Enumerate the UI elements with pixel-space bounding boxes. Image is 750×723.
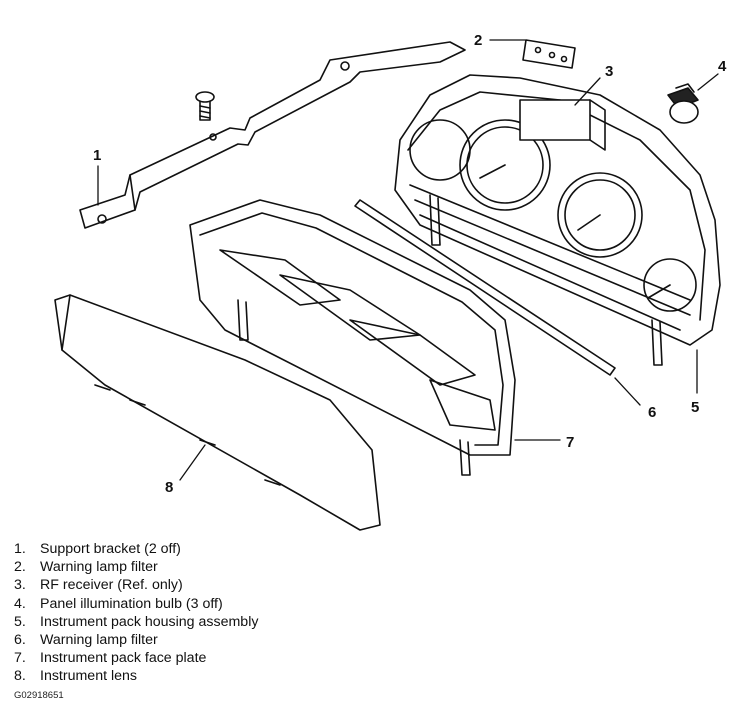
callout-2: 2: [474, 32, 482, 49]
figure-code: G02918651: [14, 690, 64, 701]
warning-lamp-filter-strip: [354, 199, 616, 376]
legend-item: 3.RF receiver (Ref. only): [14, 577, 183, 594]
legend-item: 6.Warning lamp filter: [14, 632, 158, 649]
legend-item: 8.Instrument lens: [14, 668, 137, 685]
panel-illumination-bulb: [667, 83, 699, 124]
support-bracket: [79, 41, 466, 229]
warning-lamp-filter-small: [522, 39, 576, 69]
bracket-screw: [195, 91, 215, 121]
legend-item: 5.Instrument pack housing assembly: [14, 613, 259, 630]
instrument-lens: [54, 294, 381, 531]
exploded-parts-diagram: 1 2 3 4 5 6 7 8: [54, 32, 727, 531]
leader-lines: [97, 39, 719, 481]
callout-6: 6: [648, 404, 656, 421]
legend-item: 2.Warning lamp filter: [14, 559, 158, 576]
callout-7: 7: [566, 434, 574, 451]
callout-8: 8: [165, 479, 173, 496]
instrument-pack-housing: [394, 74, 721, 366]
legend-item: 1.Support bracket (2 off): [14, 541, 181, 557]
legend-item: 7.Instrument pack face plate: [14, 650, 207, 667]
callout-1: 1: [93, 147, 101, 164]
callout-4: 4: [718, 58, 727, 75]
callout-3: 3: [605, 63, 613, 80]
parts-legend: 1.Support bracket (2 off) 2.Warning lamp…: [14, 540, 734, 686]
callout-5: 5: [691, 399, 699, 416]
instrument-pack-face-plate: [189, 199, 516, 476]
legend-item: 4.Panel illumination bulb (3 off): [14, 595, 223, 612]
